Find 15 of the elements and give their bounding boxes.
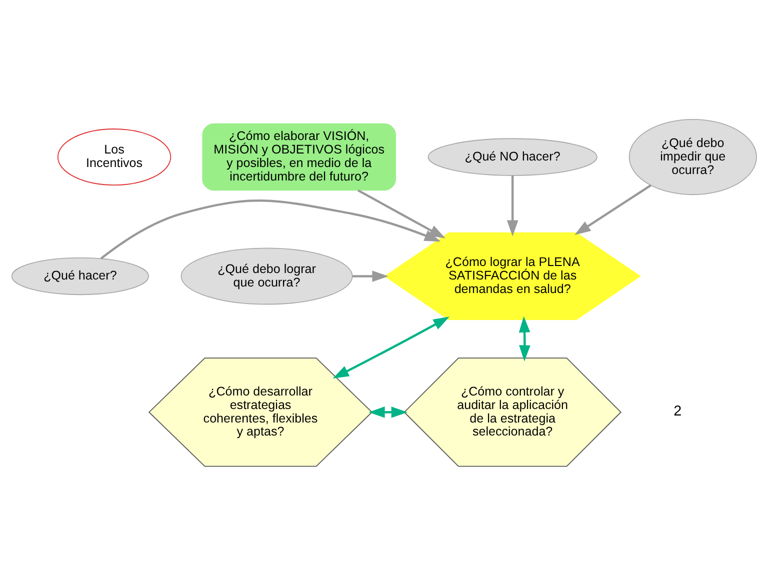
arrow <box>352 270 388 282</box>
node-ellipse: ¿Qué debo impedir que ocurra? <box>628 118 757 195</box>
label: 2 <box>674 403 682 420</box>
node-ellipse: ¿Qué debo lograr que ocurra? <box>180 247 353 304</box>
arrow <box>357 188 446 238</box>
arrow <box>100 199 441 259</box>
arrow <box>506 175 518 236</box>
node-ellipse: ¿Qué hacer? <box>11 256 150 295</box>
arrow <box>518 316 530 361</box>
arrow <box>574 184 652 235</box>
arrow <box>368 406 408 418</box>
node-ellipse: ¿Qué NO hacer? <box>428 138 598 176</box>
node-box: ¿Cómo elaborar VISIÓN, MISIÓN y OBJETIVOS lógicos y posibles, en medio de la incertidumbre del futuro? <box>202 122 396 190</box>
arrow <box>332 316 450 378</box>
node-ellipse: Los Incentivos <box>57 128 172 185</box>
